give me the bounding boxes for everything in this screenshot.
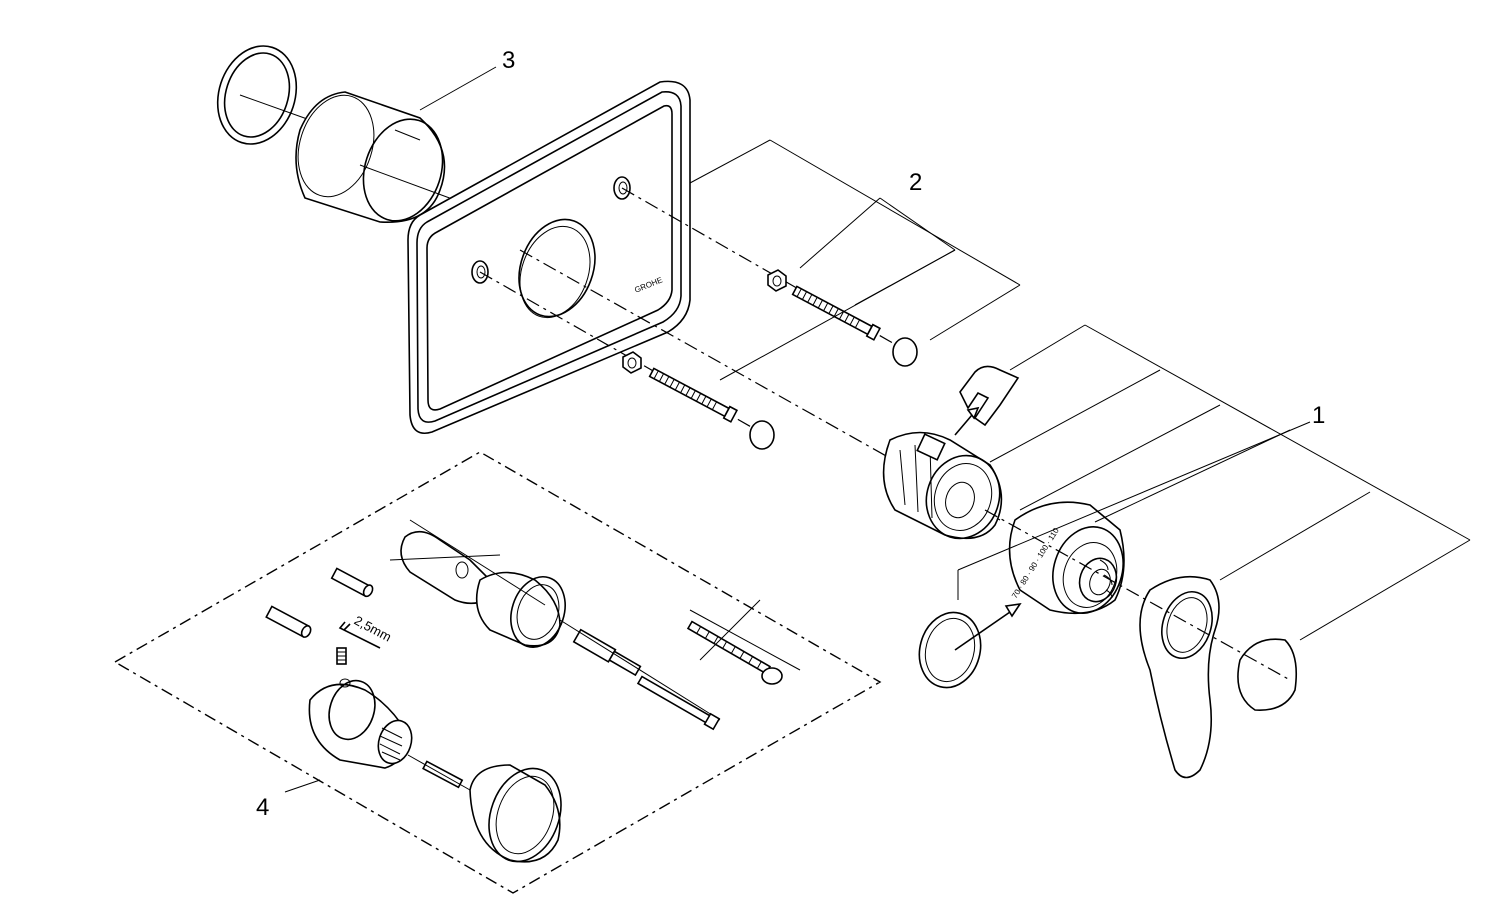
callout-2-leader <box>689 139 1021 381</box>
part-4-service-kit: 2,5mm <box>113 451 882 894</box>
callout-1-leader <box>957 324 1471 641</box>
cover-plate: GROHE <box>407 80 691 434</box>
axis-line-center <box>519 249 1001 521</box>
axis-line-part1 <box>984 509 1291 681</box>
kit-boundary <box>113 451 882 894</box>
callout-1: 1 <box>1312 402 1325 429</box>
hex-key-size-label: 2,5mm <box>352 613 394 645</box>
part-2-screw-set <box>622 269 918 450</box>
callout-4: 4 <box>256 794 269 821</box>
part-3-extension-sleeve <box>216 45 456 223</box>
part-1-thermostat-assembly: 70 · 80 · 90 · 100 · 110 <box>882 365 1298 779</box>
callout-3: 3 <box>502 47 515 74</box>
callout-2: 2 <box>909 169 922 196</box>
callout-3-leader <box>419 66 497 111</box>
callout-4-leader <box>284 779 321 793</box>
